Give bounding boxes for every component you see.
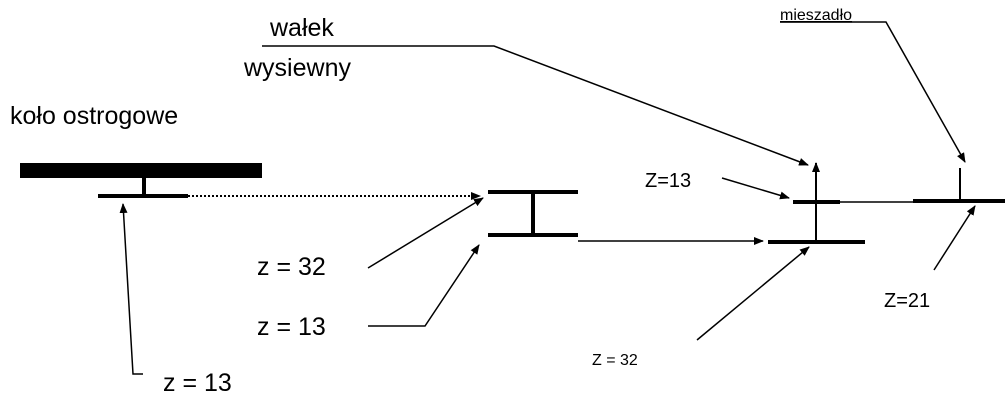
right-lower-gear-leader <box>696 246 810 341</box>
spur-wheel-bar <box>20 163 262 178</box>
right-upper-gear-leader <box>721 177 790 200</box>
stirrer-label: mieszadło <box>780 7 852 24</box>
seed-shaft-label-line2: wysiewny <box>243 54 351 82</box>
mid-lower-gear-teeth-label: z = 13 <box>257 313 326 341</box>
wheel-gear-leader <box>119 203 143 375</box>
stirrer-gear-teeth-label: Z=21 <box>884 290 930 312</box>
wheel-gear-teeth-label: z = 13 <box>163 369 232 394</box>
seed-shaft-leader <box>262 45 809 166</box>
stirrer-gear-leader <box>933 205 976 271</box>
stirrer-leader <box>780 21 966 163</box>
mid-upper-gear-leader <box>367 197 484 269</box>
mid-lower-gear-leader <box>368 244 480 327</box>
right-upper-gear-teeth-label: Z=13 <box>645 170 691 192</box>
seed-shaft-label-line1: wałek <box>269 14 334 42</box>
right-lower-gear-teeth-label: Z = 32 <box>592 352 638 369</box>
spur-wheel-label: koło ostrogowe <box>10 102 178 130</box>
mid-upper-gear-teeth-label: z = 32 <box>257 253 326 281</box>
